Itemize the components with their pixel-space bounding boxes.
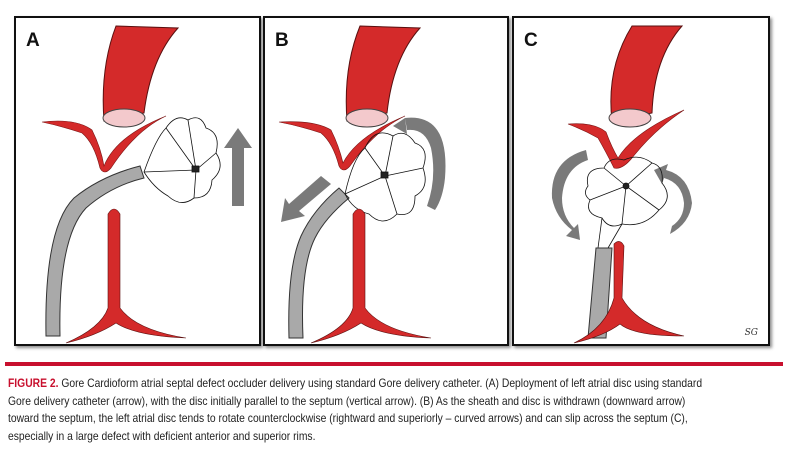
panel-a: A (14, 16, 261, 346)
aorta-vessel (345, 25, 422, 122)
upper-septum (41, 115, 167, 173)
lower-septum (65, 208, 187, 344)
panel-label: C (524, 30, 538, 51)
curved-arrow-left-icon (551, 150, 588, 240)
lower-septum (573, 241, 685, 344)
aorta-opening (608, 108, 652, 128)
left-atrial-disc (344, 132, 426, 222)
upper-septum (278, 115, 406, 171)
panel-a-drawing (41, 25, 252, 344)
lower-septum (310, 208, 432, 344)
figure-caption: FIGURE 2. Gore Cardioform atrial septal … (8, 375, 782, 445)
caption-divider (5, 362, 783, 366)
panel-c-drawing (551, 25, 692, 344)
panel-b-drawing (278, 25, 446, 344)
vertical-arrow-icon (224, 128, 252, 206)
curved-arrow-icon (393, 117, 446, 210)
figure-label: FIGURE 2. (8, 376, 59, 390)
panel-label: A (26, 30, 40, 51)
caption-text: Gore Cardioform atrial septal defect occ… (58, 376, 703, 390)
artist-signature: SG (744, 328, 758, 338)
delivery-catheter (45, 165, 145, 337)
aorta-vessel (610, 25, 684, 122)
panel-c: C SG (512, 16, 770, 346)
panel-b: B (263, 16, 509, 346)
left-atrial-disc (585, 156, 668, 249)
downward-arrow-icon (281, 176, 331, 222)
left-atrial-disc (143, 117, 221, 203)
caption-line: especially in a large defect with defici… (8, 428, 316, 443)
caption-line: FIGURE 2. Gore Cardioform atrial septal … (8, 375, 782, 393)
aorta-vessel (102, 25, 180, 122)
panel-label: B (275, 30, 289, 51)
caption-line: Gore delivery catheter (arrow), with the… (8, 393, 686, 408)
curved-arrow-right-icon (654, 164, 692, 234)
aorta-opening (102, 108, 146, 128)
delivery-catheter (288, 187, 350, 339)
upper-septum (567, 109, 685, 169)
caption-line: toward the septum, the left atrial disc … (8, 411, 688, 425)
aorta-opening (345, 108, 389, 128)
delivery-catheter (587, 247, 613, 339)
